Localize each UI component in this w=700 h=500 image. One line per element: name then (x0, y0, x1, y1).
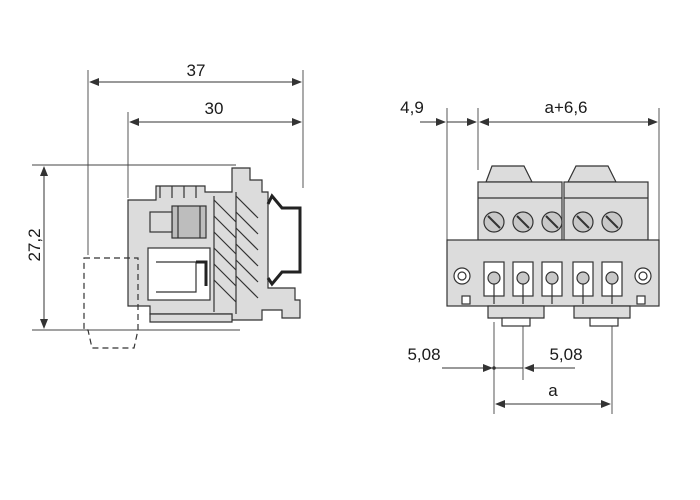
screw-icon (541, 211, 563, 233)
dimension-label: 30 (205, 99, 224, 118)
screw-icon (483, 211, 505, 233)
dimension-offset: 4,9 (400, 98, 477, 126)
clamp-chamber (147, 247, 211, 301)
screw-icon (512, 211, 534, 233)
dimension-label: 4,9 (400, 98, 424, 117)
dimension-label: 5,08 (407, 345, 440, 364)
dimension-label: a (548, 381, 558, 400)
front-view: 4,9 a+6,6 5,08 5,08 a (400, 98, 660, 414)
wire-entry (541, 261, 563, 304)
dimension-height: 27,2 (25, 166, 48, 329)
connector-side-section (127, 167, 302, 323)
dimension-label: a+6,6 (544, 98, 587, 117)
wire-entry (483, 261, 505, 304)
dimension-inner-width: 30 (129, 99, 302, 126)
screw-row (483, 211, 623, 233)
dimension-total: a+6,6 (479, 98, 658, 126)
plug-outline-dashed (83, 257, 139, 349)
screw-head (171, 205, 207, 239)
wire-entry-row (483, 261, 623, 304)
dimension-overall-width: 37 (89, 61, 302, 86)
wire-entry (601, 261, 623, 304)
dimension-label: 27,2 (25, 228, 44, 261)
side-view: 37 30 27,2 (25, 61, 304, 349)
wire-entry (572, 261, 594, 304)
dimension-label: 37 (187, 61, 206, 80)
dimension-label: 5,08 (549, 345, 582, 364)
terminal-block-front (446, 165, 660, 327)
dimension-pitch: 5,08 5,08 (407, 345, 583, 372)
dimension-a: a (495, 381, 611, 408)
screw-icon (601, 211, 623, 233)
screw-icon (572, 211, 594, 233)
wire-entry (512, 261, 534, 304)
